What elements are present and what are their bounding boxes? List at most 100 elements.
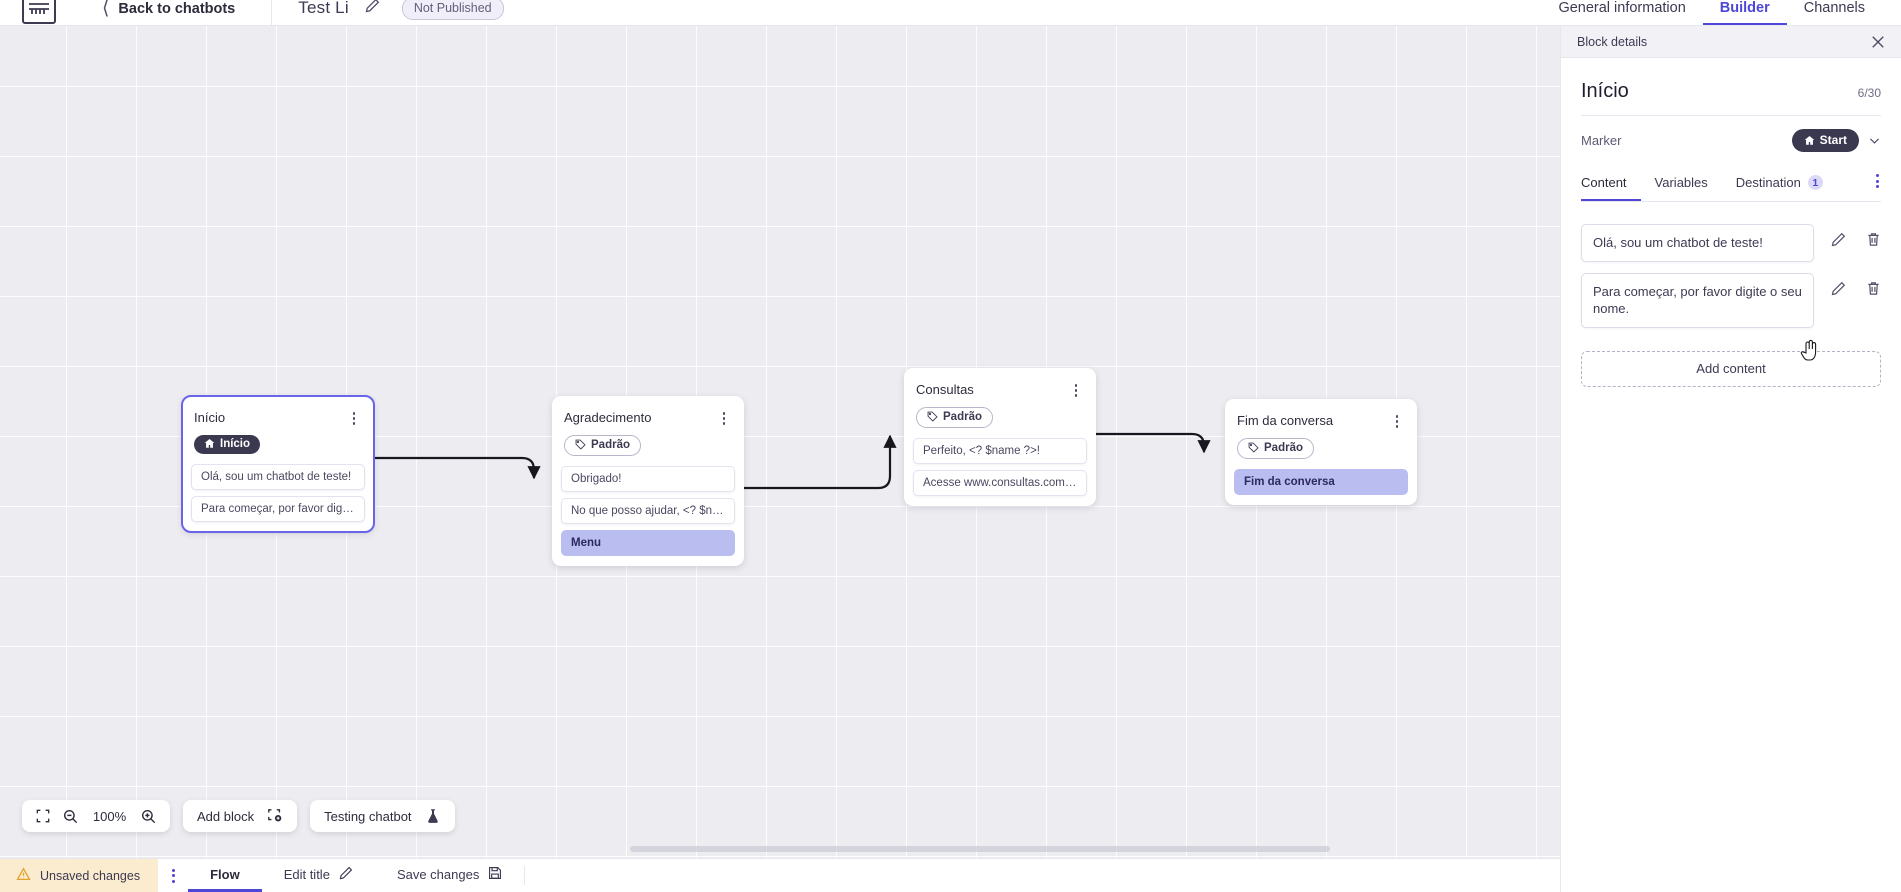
add-block-button[interactable]: Add block bbox=[183, 800, 298, 832]
panel-header: Block details bbox=[1561, 26, 1901, 58]
panel-title-row: Início 6/30 bbox=[1581, 58, 1881, 116]
node-item[interactable]: Acesse www.consultas.com par... bbox=[913, 469, 1087, 496]
node-item[interactable]: Olá, sou um chatbot de teste! bbox=[191, 463, 365, 490]
node-header: Fim da conversa bbox=[1225, 409, 1417, 429]
save-changes-button[interactable]: Save changes bbox=[375, 859, 524, 892]
node-item[interactable]: Menu bbox=[561, 529, 735, 556]
content-text[interactable]: Olá, sou um chatbot de teste! bbox=[1581, 224, 1814, 262]
pencil-icon bbox=[339, 866, 353, 883]
back-to-chatbots-link[interactable]: ⟨ Back to chatbots bbox=[102, 0, 235, 18]
bot-title: Test Li bbox=[298, 0, 349, 17]
flow-node-agradecimento[interactable]: Agradecimento Padrão Obrigado! No que po… bbox=[552, 396, 744, 566]
pencil-icon[interactable] bbox=[1831, 232, 1846, 247]
marker-label: Marker bbox=[1581, 133, 1622, 148]
node-menu-button[interactable] bbox=[1068, 382, 1084, 397]
node-menu-button[interactable] bbox=[1389, 413, 1405, 428]
add-block-label: Add block bbox=[197, 808, 255, 824]
tag-icon bbox=[927, 411, 938, 422]
tab-destination-label: Destination bbox=[1735, 175, 1801, 190]
bottom-bar: Unsaved changes Flow Edit title Save cha… bbox=[0, 858, 1560, 892]
testing-chatbot-button[interactable]: Testing chatbot bbox=[310, 800, 455, 832]
canvas-toolbar: 100% Add block Testing c bbox=[22, 800, 455, 832]
content-row: Olá, sou um chatbot de teste! bbox=[1581, 224, 1881, 262]
zoom-in-icon[interactable] bbox=[141, 809, 156, 824]
zoom-out-icon[interactable] bbox=[63, 809, 78, 824]
back-to-chatbots-label: Back to chatbots bbox=[118, 0, 236, 17]
node-badge-tag: Padrão bbox=[1237, 437, 1314, 459]
char-counter: 6/30 bbox=[1857, 86, 1881, 100]
node-title: Consultas bbox=[916, 382, 974, 397]
edit-title-label: Edit title bbox=[283, 866, 330, 882]
flask-icon bbox=[425, 808, 441, 824]
pencil-icon[interactable] bbox=[365, 0, 380, 18]
node-title: Fim da conversa bbox=[1237, 413, 1334, 428]
chevron-left-icon: ⟨ bbox=[102, 0, 110, 19]
scrollbar-thumb[interactable] bbox=[630, 846, 1330, 852]
node-items: Perfeito, <? $name ?>! Acesse www.consul… bbox=[904, 437, 1096, 496]
flow-node-consultas[interactable]: Consultas Padrão Perfeito, <? $name ?>! … bbox=[904, 368, 1096, 506]
tab-channels[interactable]: Channels bbox=[1803, 0, 1865, 16]
tab-variables-label: Variables bbox=[1654, 175, 1708, 190]
node-header: Início bbox=[182, 406, 374, 426]
tab-content-label: Content bbox=[1581, 175, 1627, 190]
chevron-down-icon[interactable] bbox=[1868, 134, 1881, 147]
add-content-button[interactable]: Add content bbox=[1581, 350, 1881, 387]
marker-row: Marker Start bbox=[1581, 116, 1881, 166]
node-badge-tag: Padrão bbox=[916, 406, 993, 428]
tab-variables[interactable]: Variables bbox=[1655, 166, 1722, 201]
bottom-tab-flow[interactable]: Flow bbox=[188, 859, 262, 892]
tag-icon bbox=[1248, 442, 1259, 453]
zoom-controls: 100% bbox=[22, 800, 170, 832]
status-badge: Not Published bbox=[401, 0, 504, 20]
content-text[interactable]: Para começar, por favor digite o seu nom… bbox=[1581, 272, 1814, 328]
node-item[interactable]: Para começar, por favor digite o ... bbox=[191, 495, 365, 522]
fit-screen-icon[interactable] bbox=[36, 809, 50, 823]
node-items: Olá, sou um chatbot de teste! Para começ… bbox=[182, 463, 374, 522]
node-menu-button[interactable] bbox=[346, 410, 362, 425]
flow-node-inicio[interactable]: Início Início Olá, sou um chatbot de tes… bbox=[181, 395, 375, 533]
panel-tabs-more-button[interactable] bbox=[1876, 174, 1879, 188]
home-icon bbox=[204, 439, 215, 448]
node-title: Início bbox=[194, 410, 226, 425]
marker-control[interactable]: Start bbox=[1791, 129, 1881, 152]
flow-edges bbox=[372, 432, 1211, 490]
bottom-menu-button[interactable] bbox=[158, 859, 188, 892]
close-icon[interactable] bbox=[1871, 35, 1885, 49]
marker-value-pill[interactable]: Start bbox=[1791, 129, 1859, 152]
warning-triangle-icon bbox=[16, 866, 31, 885]
marker-value-label: Start bbox=[1819, 133, 1847, 147]
node-badge-label: Padrão bbox=[1264, 441, 1303, 454]
block-name: Início bbox=[1581, 80, 1629, 102]
node-header: Agradecimento bbox=[552, 406, 744, 426]
node-item[interactable]: Obrigado! bbox=[561, 465, 735, 492]
tab-general-information[interactable]: General information bbox=[1558, 0, 1686, 16]
flow-canvas[interactable]: Início Início Olá, sou um chatbot de tes… bbox=[0, 26, 1560, 858]
node-badge-label: Padrão bbox=[591, 438, 630, 451]
node-menu-button[interactable] bbox=[716, 410, 732, 425]
tab-content[interactable]: Content bbox=[1581, 166, 1641, 201]
node-item[interactable]: No que posso ajudar, <? $name ... bbox=[561, 497, 735, 524]
edit-title-button[interactable]: Edit title bbox=[262, 859, 375, 892]
content-row-actions bbox=[1814, 224, 1881, 247]
chatbot-logo-icon[interactable] bbox=[22, 0, 56, 24]
top-tabs: General information Builder Channels bbox=[1541, 0, 1901, 25]
flow-node-fim-da-conversa[interactable]: Fim da conversa Padrão Fim da conversa bbox=[1225, 399, 1417, 505]
canvas-horizontal-scrollbar[interactable] bbox=[0, 846, 1560, 853]
node-items: Fim da conversa bbox=[1225, 468, 1417, 495]
pencil-icon[interactable] bbox=[1831, 281, 1846, 296]
save-changes-label: Save changes bbox=[396, 866, 480, 882]
trash-icon[interactable] bbox=[1866, 281, 1881, 296]
node-badge-label: Padrão bbox=[943, 410, 982, 423]
tag-icon bbox=[575, 439, 586, 450]
zoom-level: 100% bbox=[92, 808, 127, 824]
trash-icon[interactable] bbox=[1866, 232, 1881, 247]
node-header: Consultas bbox=[904, 378, 1096, 398]
tab-builder[interactable]: Builder bbox=[1702, 0, 1787, 25]
tab-destination[interactable]: Destination 1 bbox=[1736, 166, 1837, 201]
node-item[interactable]: Fim da conversa bbox=[1234, 468, 1408, 495]
node-badge-start: Início bbox=[194, 434, 261, 454]
content-row-actions bbox=[1814, 273, 1881, 296]
node-item[interactable]: Perfeito, <? $name ?>! bbox=[913, 437, 1087, 464]
top-bar: ⟨ Back to chatbots Test Li Not Published… bbox=[0, 0, 1901, 26]
